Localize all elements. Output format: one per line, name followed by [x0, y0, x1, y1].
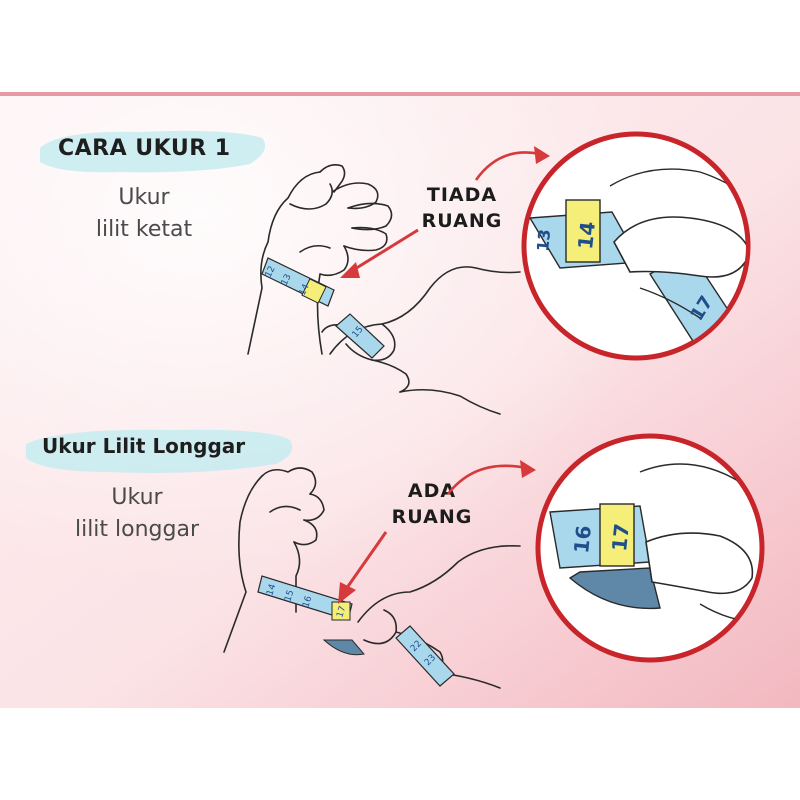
section2-desc-line1: Ukur: [111, 485, 163, 510]
section1-description: Ukur lilit ketat: [64, 182, 224, 246]
section2-callout-line1: ADA: [407, 480, 457, 502]
section1-desc-line1: Ukur: [118, 185, 170, 210]
section2-desc-line2: lilit longgar: [74, 517, 200, 542]
section1-callout: TIADA RUANG: [412, 182, 512, 234]
section2-callout-line2: RUANG: [391, 506, 473, 528]
section1-callout-line1: TIADA: [426, 184, 498, 206]
section1-callout-line2: RUANG: [421, 210, 503, 232]
section2-description: Ukur lilit longgar: [52, 482, 222, 546]
section1-desc-line2: lilit ketat: [95, 217, 193, 242]
section2-callout: ADA RUANG: [382, 478, 482, 530]
illustration-panel: CARA UKUR 1 Ukur lilit ketat TIADA RUANG…: [0, 92, 800, 708]
section2-heading: Ukur Lilit Longgar: [42, 434, 246, 458]
section1-heading: CARA UKUR 1: [58, 136, 231, 161]
